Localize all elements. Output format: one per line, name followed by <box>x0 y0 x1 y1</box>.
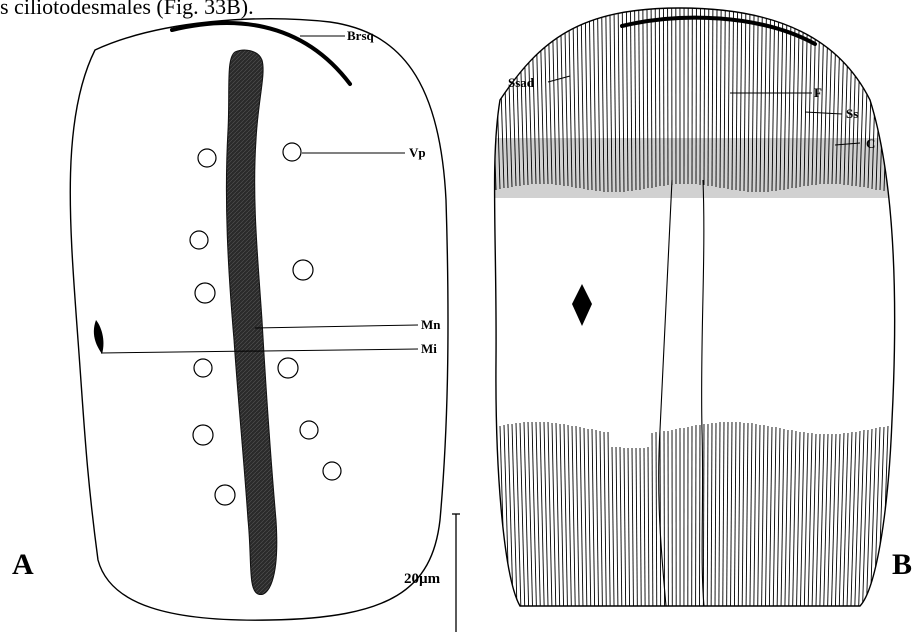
label-ss: Ss <box>846 106 858 121</box>
scale-bar-label: 20µm <box>404 571 441 587</box>
label-mn: Mn <box>421 317 441 332</box>
label-vp: Vp <box>409 145 426 160</box>
label-ssad: Ssad <box>508 75 535 90</box>
scale-bar <box>452 514 460 632</box>
label-mi: Mi <box>421 341 437 356</box>
panel-a: Brsq Vp Mn Mi 20µm <box>70 19 460 632</box>
panel-b: Ssad F Ss C <box>480 0 910 633</box>
label-f: F <box>814 85 822 100</box>
label-brsq: Brsq <box>347 28 375 43</box>
label-c: C <box>866 136 875 151</box>
panel-a-letter: A <box>12 548 34 582</box>
panel-b-letter: B <box>892 548 912 582</box>
